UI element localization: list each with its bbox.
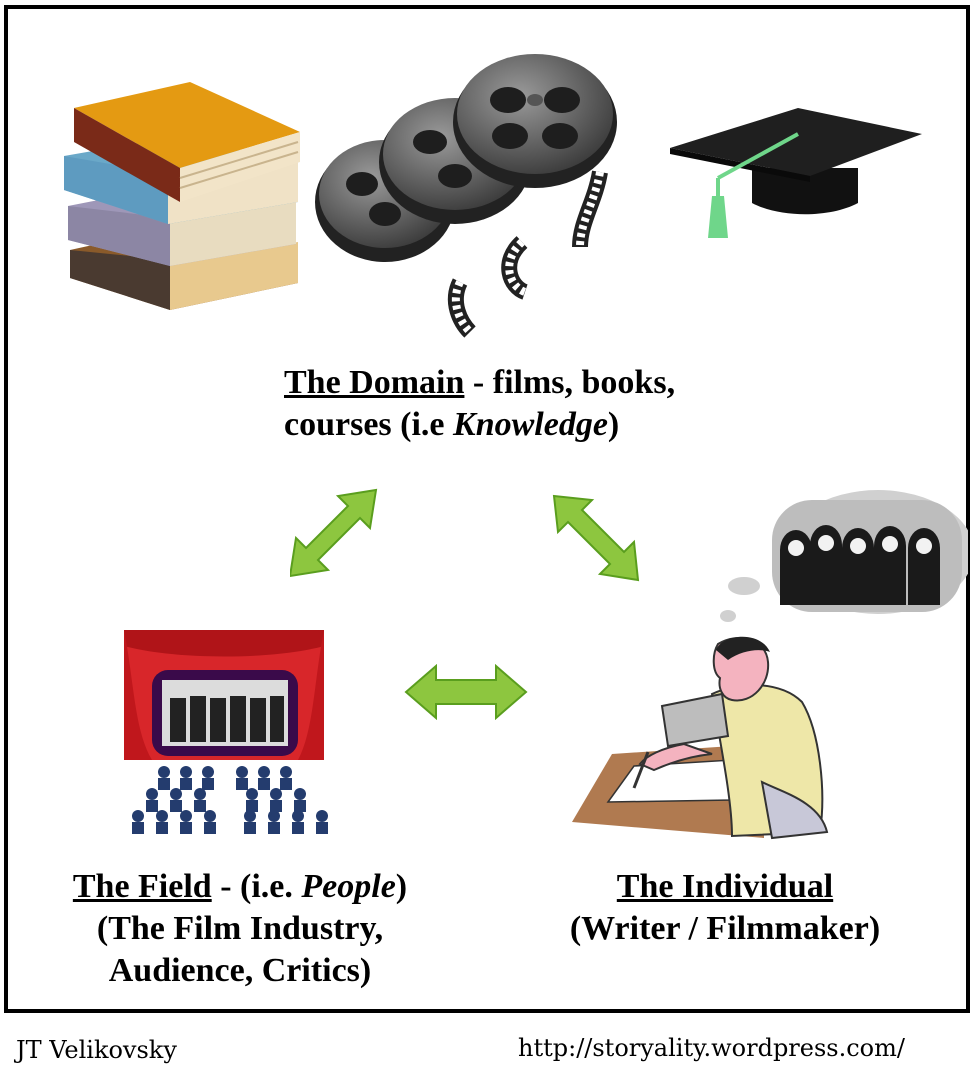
film-reels-icon xyxy=(315,54,617,338)
footer-url[interactable]: http://storyality.wordpress.com/ xyxy=(518,1034,905,1062)
individual-label: The Individual (Writer / Filmmaker) xyxy=(520,866,930,950)
domain-title: The Domain xyxy=(284,364,465,401)
thought-bubble-icon xyxy=(720,490,968,622)
books-stack-icon xyxy=(64,82,300,310)
diagram-frame xyxy=(4,5,970,1013)
writer-at-desk-icon xyxy=(572,636,829,840)
field-title: The Field xyxy=(72,868,212,905)
arrow-domain-individual xyxy=(552,494,640,582)
graduation-cap-icon xyxy=(670,108,922,238)
theatre-stage-icon xyxy=(124,630,328,834)
individual-title: The Individual xyxy=(616,868,834,905)
domain-label: The Domain - films, books, courses (i.e … xyxy=(284,364,676,443)
field-label: The Field - (i.e. People) (The Film Indu… xyxy=(72,868,408,989)
footer-author: JT Velikovsky xyxy=(16,1036,177,1064)
arrow-domain-field xyxy=(290,488,378,578)
arrow-field-individual xyxy=(404,664,528,720)
